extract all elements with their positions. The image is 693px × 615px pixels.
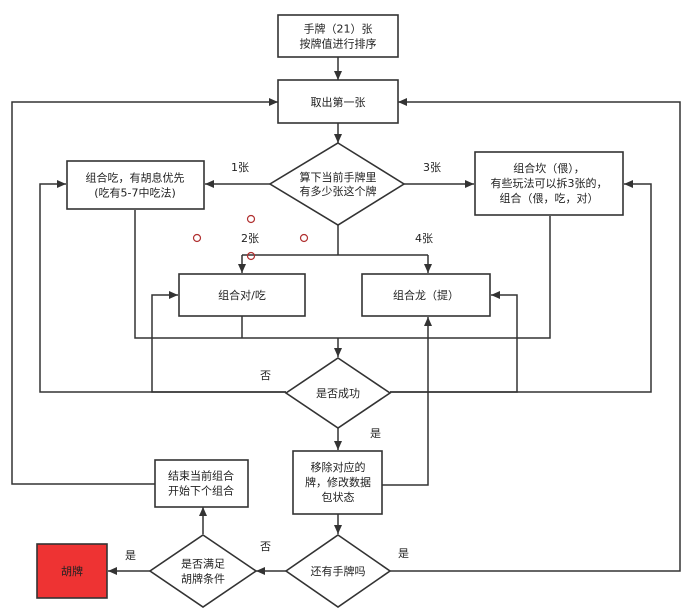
text-line: 有些玩法可以拆3张的， xyxy=(491,176,608,190)
edge-fail-to-kan xyxy=(390,180,652,393)
combo-long-box[interactable]: 组合龙（提） xyxy=(361,273,491,317)
end-combo-text: 结束当前组合开始下个组合 xyxy=(168,469,234,498)
text-line: 移除对应的 xyxy=(311,460,366,474)
hu-rect xyxy=(36,543,108,599)
hu-check-diamond[interactable]: 是否满足胡牌条件 xyxy=(148,534,258,608)
edge-kan-to-merge xyxy=(338,216,551,339)
text-line: 胡牌 xyxy=(61,564,83,578)
text-line: 按牌值进行排序 xyxy=(300,37,377,51)
end-combo-box[interactable]: 结束当前组合开始下个组合 xyxy=(154,459,249,508)
text-line: 是否满足 xyxy=(181,558,225,571)
combo-kan-box[interactable]: 组合坎（偎），有些玩法可以拆3张的，组合（偎，吃，对） xyxy=(474,151,624,216)
edge-end-to-take-first xyxy=(11,98,278,485)
text-line: (吃有5-7中吃法) xyxy=(94,186,176,200)
combo-dui-text: 组合对/吃 xyxy=(218,288,266,302)
label-no-success: 否 xyxy=(260,369,271,382)
connectors xyxy=(11,57,681,575)
handle-circle xyxy=(246,214,256,224)
text-line: 组合龙（提） xyxy=(393,288,459,302)
text-line: 有多少张这个牌 xyxy=(300,184,377,198)
remove-cards-box[interactable]: 移除对应的牌，修改数据包状态 xyxy=(292,450,383,515)
label-one: 1张 xyxy=(231,161,249,174)
remove-cards-text: 移除对应的牌，修改数据包状态 xyxy=(305,460,371,504)
count-check-text: 算下当前手牌里有多少张这个牌 xyxy=(300,170,377,198)
combo-chi-box[interactable]: 组合吃，有胡息优先(吃有5-7中吃法) xyxy=(66,160,205,210)
edge-fail-to-dui xyxy=(151,291,286,393)
start-box[interactable]: 手牌（21）张按牌值进行排序 xyxy=(277,14,399,58)
text-line: 算下当前手牌里 xyxy=(300,170,377,184)
combo-dui-box[interactable]: 组合对/吃 xyxy=(178,273,306,317)
combo-long-text: 组合龙（提） xyxy=(393,288,459,302)
text-line: 胡牌条件 xyxy=(181,572,225,586)
text-line: 组合坎（偎）， xyxy=(513,161,585,175)
label-yes-hu: 是 xyxy=(125,549,136,562)
success-check-diamond[interactable]: 是否成功 xyxy=(284,357,392,429)
hu-text: 胡牌 xyxy=(61,564,83,578)
handle-circle xyxy=(192,233,202,243)
text-line: 结束当前组合 xyxy=(168,469,234,483)
take-first-text: 取出第一张 xyxy=(311,95,366,109)
text-line: 手牌（21）张 xyxy=(304,22,373,36)
has-cards-text: 还有手牌吗 xyxy=(311,564,366,578)
label-yes-has-cards: 是 xyxy=(398,547,409,560)
text-line: 组合吃，有胡息优先 xyxy=(86,171,185,185)
selection-handles xyxy=(192,214,309,261)
text-line: 包状态 xyxy=(322,490,355,504)
hu-check-text: 是否满足胡牌条件 xyxy=(181,558,225,586)
label-two: 2张 xyxy=(241,232,259,245)
handle-circle xyxy=(246,251,256,261)
handle-circle xyxy=(299,233,309,243)
success-check-text: 是否成功 xyxy=(316,387,360,400)
text-line: 还有手牌吗 xyxy=(311,564,366,578)
has-cards-diamond[interactable]: 还有手牌吗 xyxy=(284,534,392,608)
text-line: 组合（偎，吃，对） xyxy=(500,191,599,205)
take-first-box[interactable]: 取出第一张 xyxy=(277,79,399,124)
edge-chi-to-merge xyxy=(134,210,338,339)
count-check-diamond[interactable]: 算下当前手牌里有多少张这个牌 xyxy=(268,142,406,226)
edge-remove-to-long xyxy=(382,317,432,486)
edge-labels: 1张 3张 2张 4张 否 是 是 否 是 xyxy=(125,161,441,562)
label-four: 4张 xyxy=(415,232,433,245)
text-line: 组合对/吃 xyxy=(218,288,266,302)
text-line: 是否成功 xyxy=(316,387,360,400)
label-no-has-cards: 否 xyxy=(260,540,271,553)
start-text: 手牌（21）张按牌值进行排序 xyxy=(300,22,377,51)
text-line: 开始下个组合 xyxy=(168,484,234,498)
label-three: 3张 xyxy=(423,161,441,174)
edge-has-cards-yes xyxy=(390,98,681,572)
text-line: 取出第一张 xyxy=(311,95,366,109)
text-line: 牌，修改数据 xyxy=(305,475,371,489)
hu-box[interactable]: 胡牌 xyxy=(36,543,108,599)
combo-chi-text: 组合吃，有胡息优先(吃有5-7中吃法) xyxy=(86,171,185,200)
combo-kan-text: 组合坎（偎），有些玩法可以拆3张的，组合（偎，吃，对） xyxy=(491,161,608,205)
label-yes-success: 是 xyxy=(370,427,381,440)
edge-fail-to-long xyxy=(390,291,518,393)
